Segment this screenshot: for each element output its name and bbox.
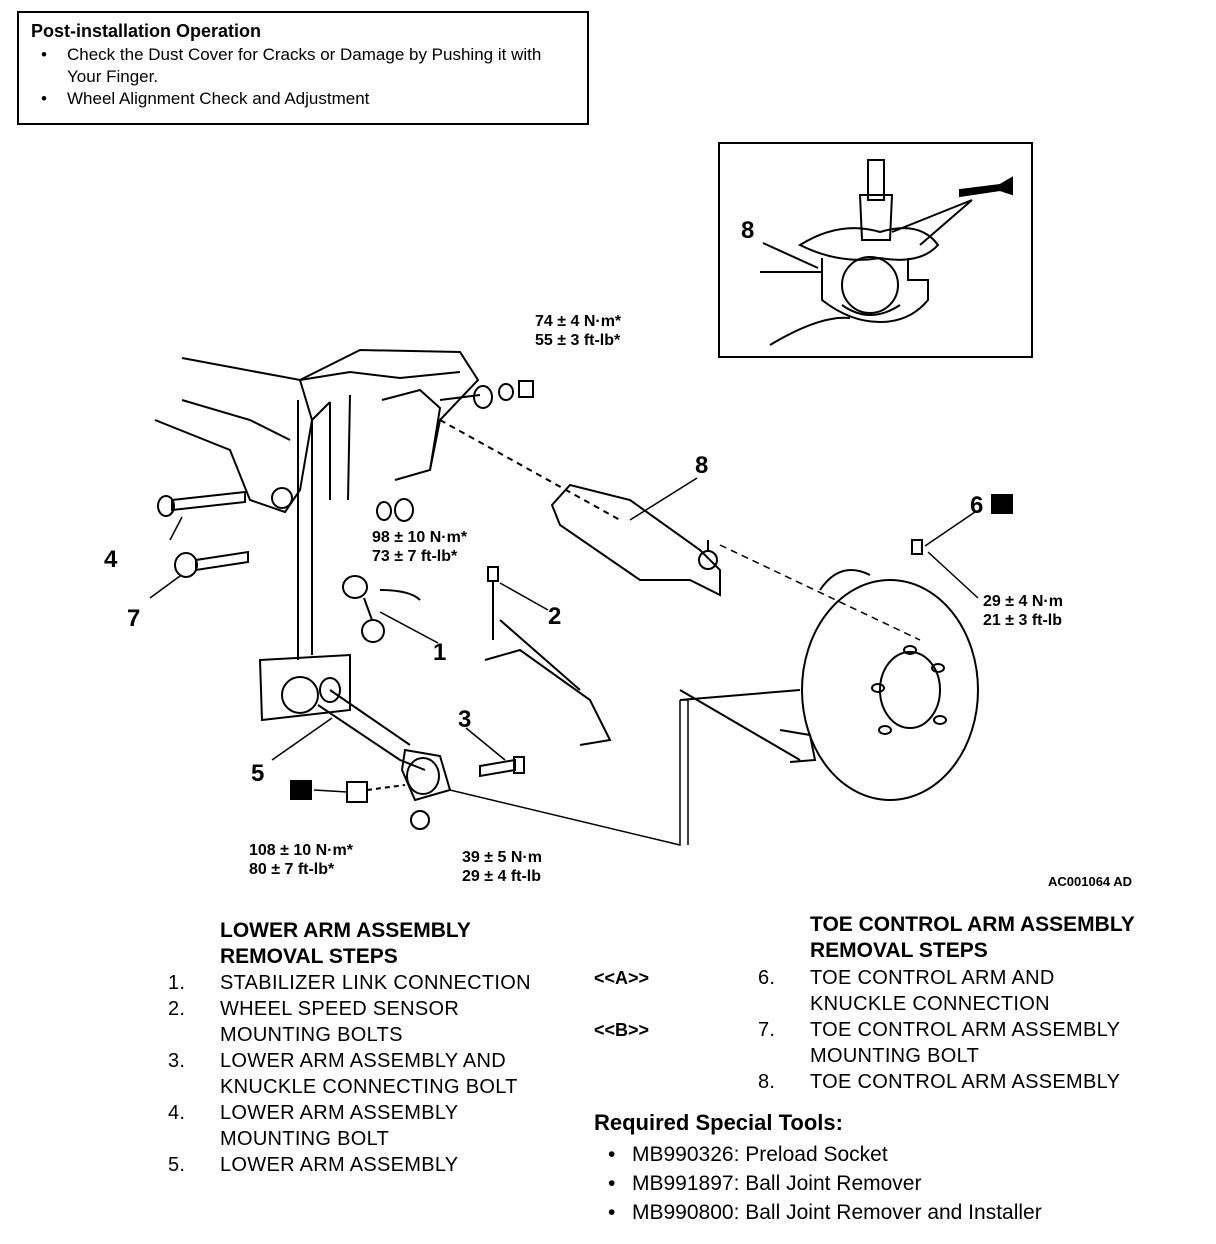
torque-29-ftlb: 21 ± 3 ft-lb [983, 612, 1062, 629]
torque-108-ftlb: 80 ± 7 ft-lb* [249, 861, 335, 878]
step-number: 4. [168, 1102, 186, 1124]
bolt-3 [479, 756, 525, 778]
step-number: 6. [758, 967, 776, 989]
step-text: KNUCKLE CONNECTING BOLT [220, 1076, 518, 1098]
sensor-bracket [484, 566, 612, 746]
washer-nut-stack [473, 380, 534, 409]
toe-control-steps: 6. TOE CONTROL ARM AND KNUCKLE CONNECTIO… [758, 965, 1168, 1100]
tool-item: MB990800: Ball Joint Remover and Install… [608, 1198, 1042, 1227]
step-text: TOE CONTROL ARM AND [810, 967, 1055, 989]
step-text: MOUNTING BOLT [810, 1045, 980, 1067]
suspension-diagram: 8 [104, 142, 1063, 885]
step-number: 1. [168, 972, 186, 994]
step-text: MOUNTING BOLT [220, 1128, 390, 1150]
callout-2: 2 [548, 603, 561, 630]
figure-code: AC001064 AD [1048, 874, 1133, 889]
callout-1: 1 [433, 639, 446, 666]
leader-lines [149, 477, 979, 846]
torque-29-nm: 29 ± 4 N·m [983, 593, 1063, 610]
step-number: 8. [758, 1071, 776, 1093]
n-badge-nut: N [290, 780, 312, 801]
tag-a: <<A>> [594, 968, 650, 988]
post-installation-item: Wheel Alignment Check and Adjustment [41, 88, 575, 110]
post-installation-title: Post-installation Operation [31, 21, 262, 41]
knuckle-hub [679, 539, 979, 801]
step-text: KNUCKLE CONNECTION [810, 993, 1050, 1015]
torque-39-nm: 39 ± 5 N·m [462, 849, 542, 866]
step-number: 7. [758, 1019, 776, 1041]
toe-control-title-line2: REMOVAL STEPS [810, 939, 988, 962]
torque-98-nm: 98 ± 10 N·m* [372, 529, 468, 546]
stabilizer-link [342, 575, 421, 643]
tools-title: Required Special Tools: [594, 1110, 843, 1135]
callout-5: 5 [251, 760, 264, 787]
n-badge-6: N [991, 494, 1013, 515]
step-text: MOUNTING BOLTS [220, 1024, 403, 1046]
bolt-7 [174, 550, 249, 578]
torque-74-ftlb: 55 ± 3 ft-lb* [535, 332, 621, 349]
toe-control-title: TOE CONTROL ARM ASSEMBLY REMOVAL STEPS [810, 912, 1135, 964]
inset-callout-8: 8 [741, 217, 754, 244]
tool-item: MB991897: Ball Joint Remover [608, 1169, 1042, 1198]
torque-98-ftlb: 73 ± 7 ft-lb* [372, 548, 458, 565]
crossmember [154, 348, 621, 521]
n-badge-label: N [294, 784, 306, 801]
step-text: LOWER ARM ASSEMBLY [220, 1154, 459, 1176]
tag-b: <<B>> [594, 1020, 650, 1040]
lower-arm-steps: 1. STABILIZER LINK CONNECTION 2. WHEEL S… [168, 970, 578, 1185]
post-installation-list: Check the Dust Cover for Cracks or Damag… [31, 44, 575, 110]
bolt-4 [157, 490, 246, 517]
step-text: WHEEL SPEED SENSOR [220, 998, 460, 1020]
nuts-98 [376, 498, 414, 522]
torque-39-ftlb: 29 ± 4 ft-lb [462, 868, 541, 885]
lower-arm-title: LOWER ARM ASSEMBLY REMOVAL STEPS [220, 918, 471, 970]
step-text: TOE CONTROL ARM ASSEMBLY [810, 1019, 1121, 1041]
lower-arm [258, 400, 452, 802]
step-number: 5. [168, 1154, 186, 1176]
lower-arm-nut [346, 781, 430, 830]
callout-4: 4 [104, 546, 118, 573]
callout-3: 3 [458, 706, 471, 733]
step-number: 3. [168, 1050, 186, 1072]
callout-6: 6 [970, 492, 983, 519]
lower-arm-title-line1: LOWER ARM ASSEMBLY [220, 919, 471, 942]
torque-108-nm: 108 ± 10 N·m* [249, 842, 354, 859]
step-text: STABILIZER LINK CONNECTION [220, 972, 531, 994]
inset-ball-joint: 8 [718, 142, 1033, 358]
step-number: 2. [168, 998, 186, 1020]
tool-item: MB990326: Preload Socket [608, 1140, 1042, 1169]
tools-list: MB990326: Preload Socket MB991897: Ball … [608, 1140, 1042, 1227]
lower-arm-title-line2: REMOVAL STEPS [220, 945, 398, 968]
post-installation-item: Check the Dust Cover for Cracks or Damag… [41, 44, 575, 88]
step-text: TOE CONTROL ARM ASSEMBLY [810, 1071, 1121, 1093]
callout-7: 7 [127, 605, 140, 632]
step-text: LOWER ARM ASSEMBLY AND [220, 1050, 506, 1072]
post-installation-box: Post-installation Operation Check the Du… [17, 11, 589, 125]
step-text: LOWER ARM ASSEMBLY [220, 1102, 459, 1124]
toe-control-arm [550, 483, 721, 597]
torque-74-nm: 74 ± 4 N·m* [535, 313, 622, 330]
callout-8: 8 [695, 452, 708, 479]
n-badge-label: N [995, 498, 1007, 515]
toe-control-title-line1: TOE CONTROL ARM ASSEMBLY [810, 913, 1135, 936]
